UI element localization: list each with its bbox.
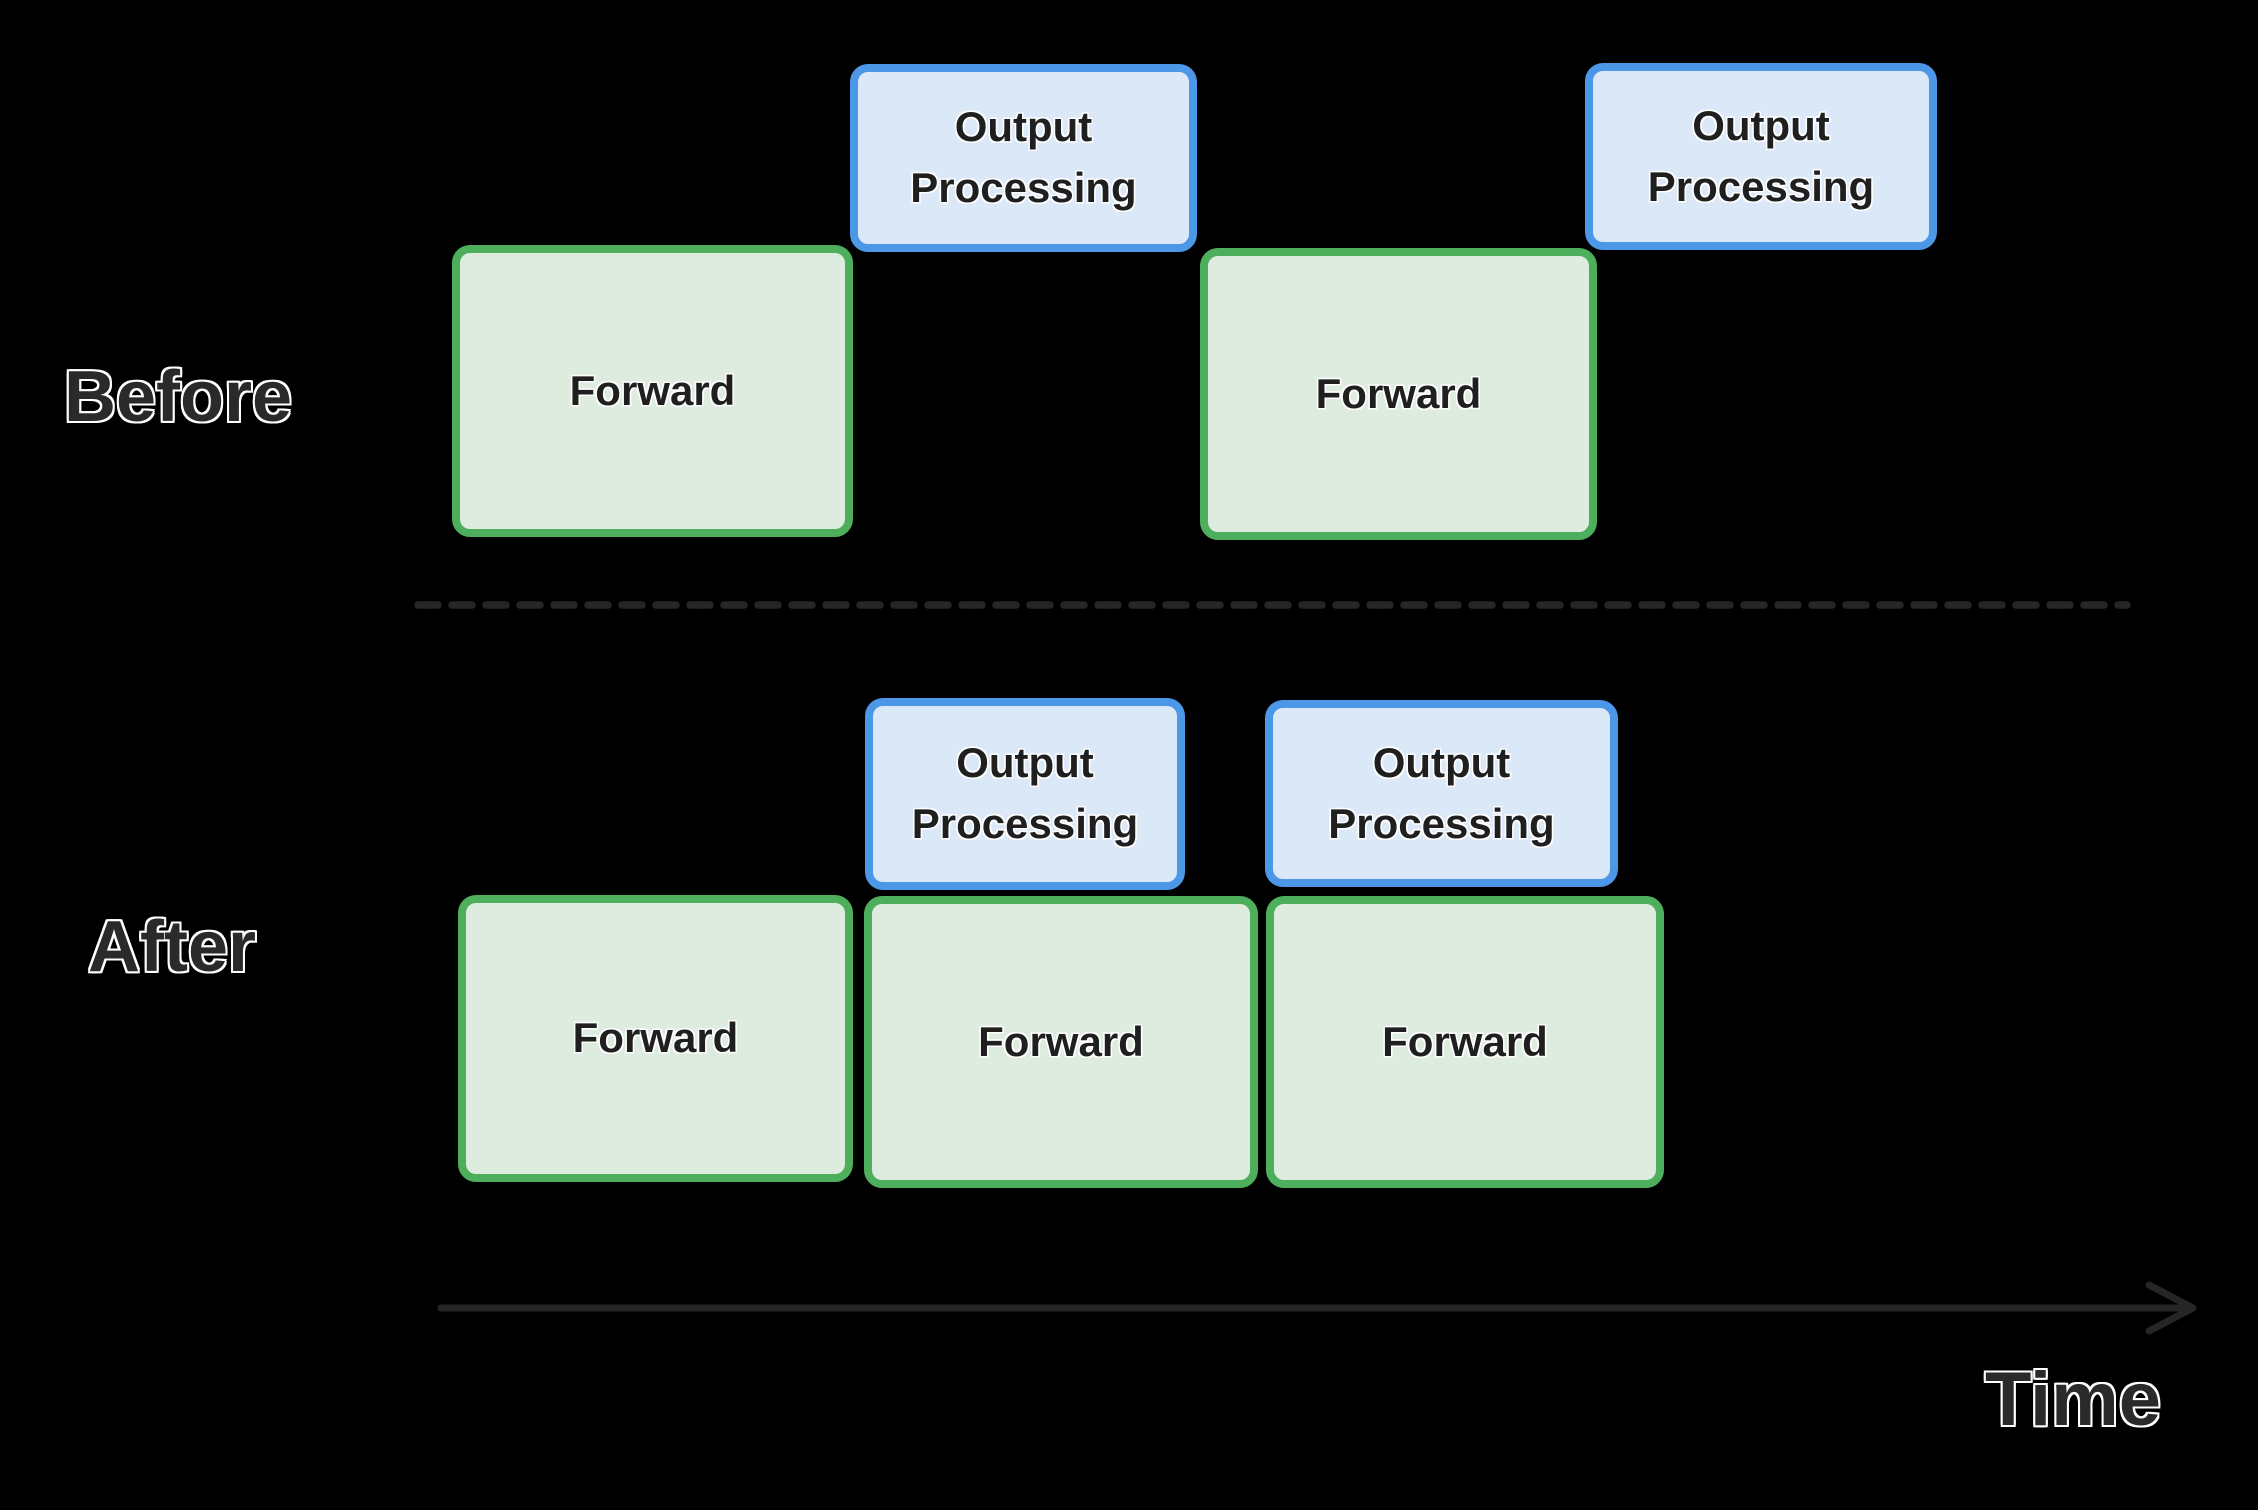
after-forward-box-2: Forward <box>864 896 1258 1188</box>
after-forward-box-3: Forward <box>1266 896 1664 1188</box>
before-forward-box-1-label: Forward <box>569 366 736 414</box>
after-forward-box-3-label: Forward <box>1382 1017 1548 1065</box>
after-forward-box-2-label: Forward <box>978 1017 1144 1065</box>
after-output-processing-box-2-label: Output Processing <box>1328 738 1555 847</box>
before-output-processing-box-2-label: Output Processing <box>1647 101 1875 210</box>
after-output-processing-box-2: Output Processing <box>1265 700 1618 887</box>
after-forward-box-1-label: Forward <box>572 1014 739 1062</box>
before-output-processing-box-2: Output Processing <box>1585 63 1937 250</box>
before-section-label: Before <box>64 357 293 437</box>
before-forward-box-1: Forward <box>452 245 853 537</box>
after-output-processing-box-1-label: Output Processing <box>911 739 1139 847</box>
section-divider-dashed-line <box>414 601 2131 609</box>
after-section-label: After <box>88 907 257 987</box>
before-forward-box-2: Forward <box>1200 248 1597 540</box>
time-axis-arrow <box>437 1281 2197 1335</box>
time-axis-label: Time <box>1985 1357 2162 1442</box>
before-output-processing-box-1-label: Output Processing <box>910 103 1137 211</box>
before-output-processing-box-1: Output Processing <box>850 64 1197 252</box>
after-output-processing-box-1: Output Processing <box>865 698 1185 890</box>
after-forward-box-1: Forward <box>458 895 853 1182</box>
before-forward-box-2-label: Forward <box>1315 369 1482 417</box>
